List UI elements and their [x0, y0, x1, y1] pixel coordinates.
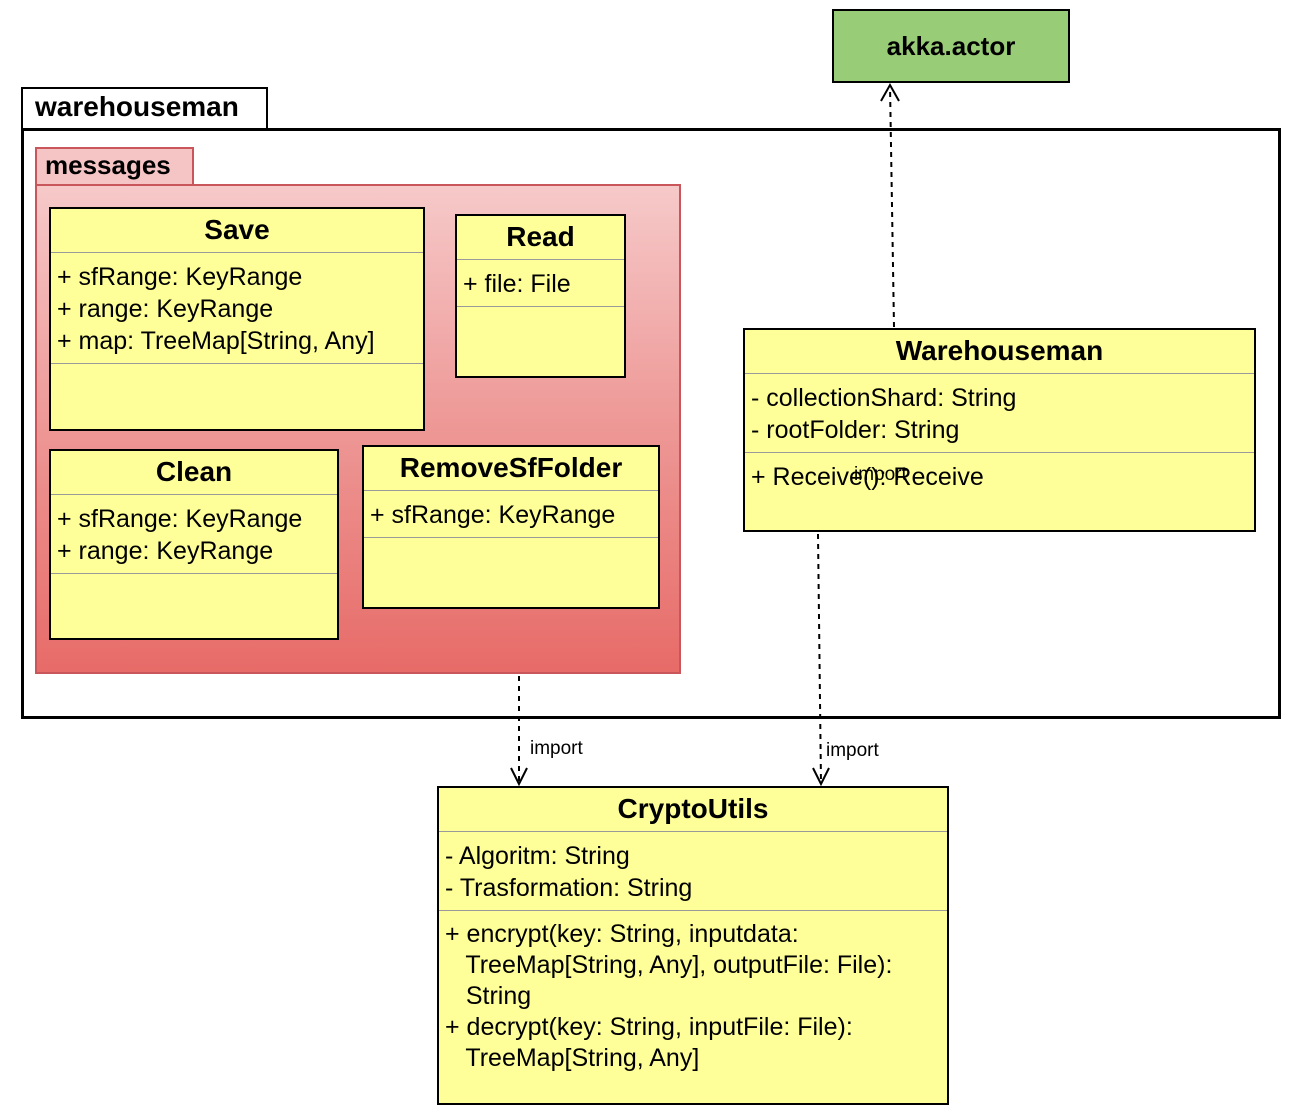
class-name: Clean [155, 456, 233, 487]
method: TreeMap[String, Any], outputFile: File): [445, 951, 893, 979]
attributes-section: - Algoritm: String - Trasformation: Stri… [439, 831, 947, 910]
attribute: - collectionShard: String [751, 384, 1017, 412]
attributes-section: + sfRange: KeyRange [364, 490, 658, 537]
arrowhead-icon [812, 767, 830, 787]
attribute: - Algoritm: String [445, 842, 630, 870]
method: + Receive(): Receive [751, 463, 984, 491]
class-name: Read [506, 221, 575, 252]
edge-label-messages-crypto: import [530, 738, 583, 759]
attributes-section: - collectionShard: String - rootFolder: … [745, 373, 1254, 452]
methods-section: + Receive(): Receive [745, 452, 1254, 530]
methods-section: + encrypt(key: String, inputdata: TreeMa… [439, 910, 947, 1103]
attributes-section: + sfRange: KeyRange + range: KeyRange [51, 494, 337, 573]
methods-section [364, 537, 658, 607]
attribute: + map: TreeMap[String, Any] [57, 327, 375, 355]
attribute: + sfRange: KeyRange [57, 505, 303, 533]
attribute: + sfRange: KeyRange [370, 501, 616, 529]
arrowhead-icon [880, 82, 900, 102]
method: String [445, 982, 532, 1010]
package-messages-tab[interactable]: messages [35, 147, 194, 186]
class-save[interactable]: Save + sfRange: KeyRange + range: KeyRan… [49, 207, 425, 431]
class-clean[interactable]: Clean + sfRange: KeyRange + range: KeyRa… [49, 449, 339, 640]
attribute: + range: KeyRange [57, 295, 274, 323]
class-remove-sf-folder[interactable]: RemoveSfFolder + sfRange: KeyRange [362, 445, 660, 609]
edge-label-warehouseman-crypto: import [826, 740, 879, 761]
edge-label-warehouseman-akka: import [854, 464, 907, 485]
class-name: CryptoUtils [617, 793, 769, 824]
methods-section [51, 573, 337, 638]
attribute: + sfRange: KeyRange [57, 263, 303, 291]
method: TreeMap[String, Any] [445, 1044, 700, 1072]
attribute: - rootFolder: String [751, 416, 960, 444]
attributes-section: + sfRange: KeyRange + range: KeyRange + … [51, 252, 423, 363]
class-name: Save [204, 214, 270, 245]
attribute: + range: KeyRange [57, 537, 274, 565]
class-crypto-utils[interactable]: CryptoUtils - Algoritm: String - Trasfor… [437, 786, 949, 1105]
methods-section [457, 306, 624, 376]
attribute: - Trasformation: String [445, 874, 693, 902]
attribute: + file: File [463, 270, 571, 298]
arrowhead-icon [510, 767, 528, 787]
external-package-akka-actor[interactable]: akka.actor [832, 9, 1070, 83]
class-name: RemoveSfFolder [399, 452, 623, 483]
method: + encrypt(key: String, inputdata: [445, 920, 799, 948]
class-warehouseman[interactable]: Warehouseman - collectionShard: String -… [743, 328, 1256, 532]
class-read[interactable]: Read + file: File [455, 214, 626, 378]
package-warehouseman-tab[interactable]: warehouseman [21, 87, 268, 131]
methods-section [51, 363, 423, 429]
class-name: Warehouseman [895, 335, 1104, 366]
attributes-section: + file: File [457, 259, 624, 306]
method: + decrypt(key: String, inputFile: File): [445, 1013, 853, 1041]
